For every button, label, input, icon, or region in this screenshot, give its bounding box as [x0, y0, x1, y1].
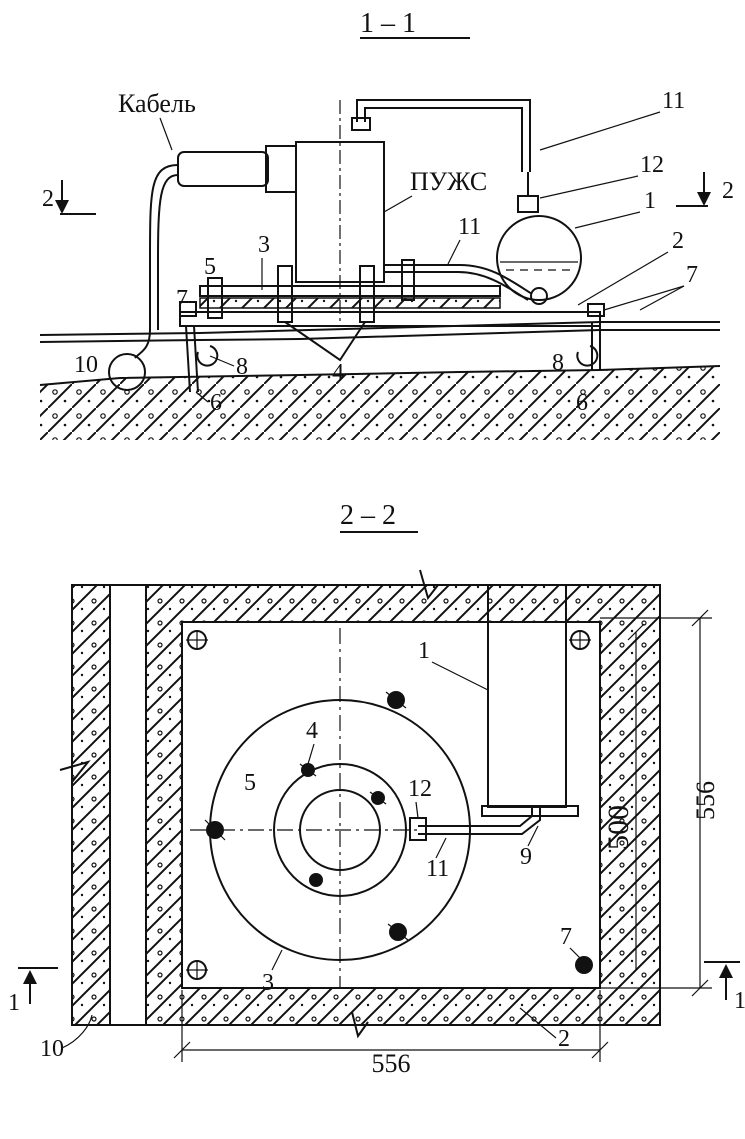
section-mark-left: 2: [42, 180, 96, 215]
tank-liquid: [500, 261, 578, 271]
plate-3: [199, 285, 501, 297]
device-label: ПУЖС: [410, 167, 487, 196]
svg-text:556: 556: [691, 781, 720, 820]
tank-1: [496, 215, 582, 301]
svg-text:2: 2: [722, 178, 734, 204]
section-mark-bottom-right: 1: [704, 961, 745, 1014]
bolt-7-right: [587, 303, 605, 317]
connector-nut: [265, 145, 297, 193]
cable-label: Кабель: [118, 89, 196, 118]
svg-text:3: 3: [258, 232, 270, 258]
corner-bolts: [186, 630, 593, 980]
leg-left: [185, 325, 191, 393]
svg-text:6: 6: [210, 390, 222, 416]
svg-text:12: 12: [408, 776, 432, 802]
svg-text:7: 7: [686, 262, 698, 288]
section-title-top: 1 – 1: [360, 8, 416, 39]
valve-12-plan: [409, 817, 427, 841]
svg-text:1: 1: [418, 638, 430, 664]
bolt-7-left: [179, 301, 197, 317]
stud-4b: [359, 265, 375, 323]
svg-text:3: 3: [262, 970, 274, 996]
cable-drum-10: [108, 353, 146, 391]
svg-text:500: 500: [602, 805, 635, 850]
svg-text:2: 2: [42, 186, 54, 212]
cable-connector: [177, 151, 269, 187]
flange-line: [39, 329, 720, 343]
pipe-11-inner: [364, 107, 523, 172]
bolt-ticks: [204, 691, 409, 941]
section-mark-right: 2: [676, 172, 734, 207]
section-2-2: 2 – 2: [8, 500, 745, 1078]
break-top: [419, 569, 439, 601]
callout-4-vee: [284, 321, 366, 362]
center-hole: [299, 789, 381, 871]
svg-text:2: 2: [672, 228, 684, 254]
ground-fill: [40, 366, 720, 440]
stud-right: [401, 259, 415, 301]
pipe-11-outer: [356, 99, 531, 172]
callouts-bottom: 1 4 5 12 11 9 3 7 10 2: [40, 638, 581, 1062]
svg-text:10: 10: [74, 352, 98, 378]
svg-text:11: 11: [426, 856, 449, 882]
tank-base: [481, 805, 579, 817]
svg-text:5: 5: [204, 254, 216, 280]
svg-text:11: 11: [662, 88, 685, 114]
flange-line-upper: [39, 321, 720, 336]
support-8-left: [196, 345, 219, 367]
plan-interior: [181, 621, 601, 989]
valve-12: [517, 195, 539, 213]
svg-text:11: 11: [458, 214, 481, 240]
svg-text:556: 556: [372, 1049, 411, 1078]
flange-ring: [273, 763, 407, 897]
section-1-1: 1 – 1: [39, 8, 734, 440]
callouts-top: 11 12 1 2 7 5 3 11 7 10 8 4 8 6 6: [74, 88, 698, 416]
svg-text:8: 8: [236, 354, 248, 380]
svg-text:2: 2: [558, 1026, 570, 1052]
pipe-fitting: [351, 117, 371, 131]
base-plate: [179, 311, 601, 327]
cable-line: [134, 164, 179, 359]
stud-4a: [277, 265, 293, 323]
break-left: [59, 760, 91, 783]
svg-text:9: 9: [520, 844, 532, 870]
gap-left: [109, 584, 147, 1026]
svg-text:7: 7: [176, 286, 188, 312]
dim-right-outer: 556: [600, 609, 720, 997]
dim-bottom: 556: [173, 990, 609, 1078]
section-title-bottom: 2 – 2: [340, 500, 396, 531]
svg-text:5: 5: [244, 770, 256, 796]
svg-text:4: 4: [306, 718, 318, 744]
svg-text:6: 6: [576, 390, 588, 416]
svg-text:7: 7: [560, 924, 572, 950]
plate-3-hatch: [199, 297, 501, 309]
svg-text:12: 12: [640, 152, 664, 178]
tank-outlet: [530, 287, 548, 305]
section-mark-bottom-left: 1: [8, 967, 58, 1016]
svg-text:1: 1: [644, 188, 656, 214]
svg-text:1: 1: [8, 990, 20, 1016]
dim-right-inner: 500: [602, 623, 645, 979]
pipe-11-plan: [418, 806, 533, 827]
svg-text:4: 4: [332, 360, 344, 386]
svg-text:10: 10: [40, 1036, 64, 1062]
svg-text:8: 8: [552, 350, 564, 376]
support-8-right: [576, 345, 599, 367]
stud-5: [207, 277, 223, 319]
svg-text:1: 1: [734, 988, 745, 1014]
wall-left-outer: [71, 584, 111, 1026]
pipe-11-lower: [384, 264, 533, 295]
break-bottom: [351, 1011, 369, 1039]
ground-line: [39, 365, 721, 386]
